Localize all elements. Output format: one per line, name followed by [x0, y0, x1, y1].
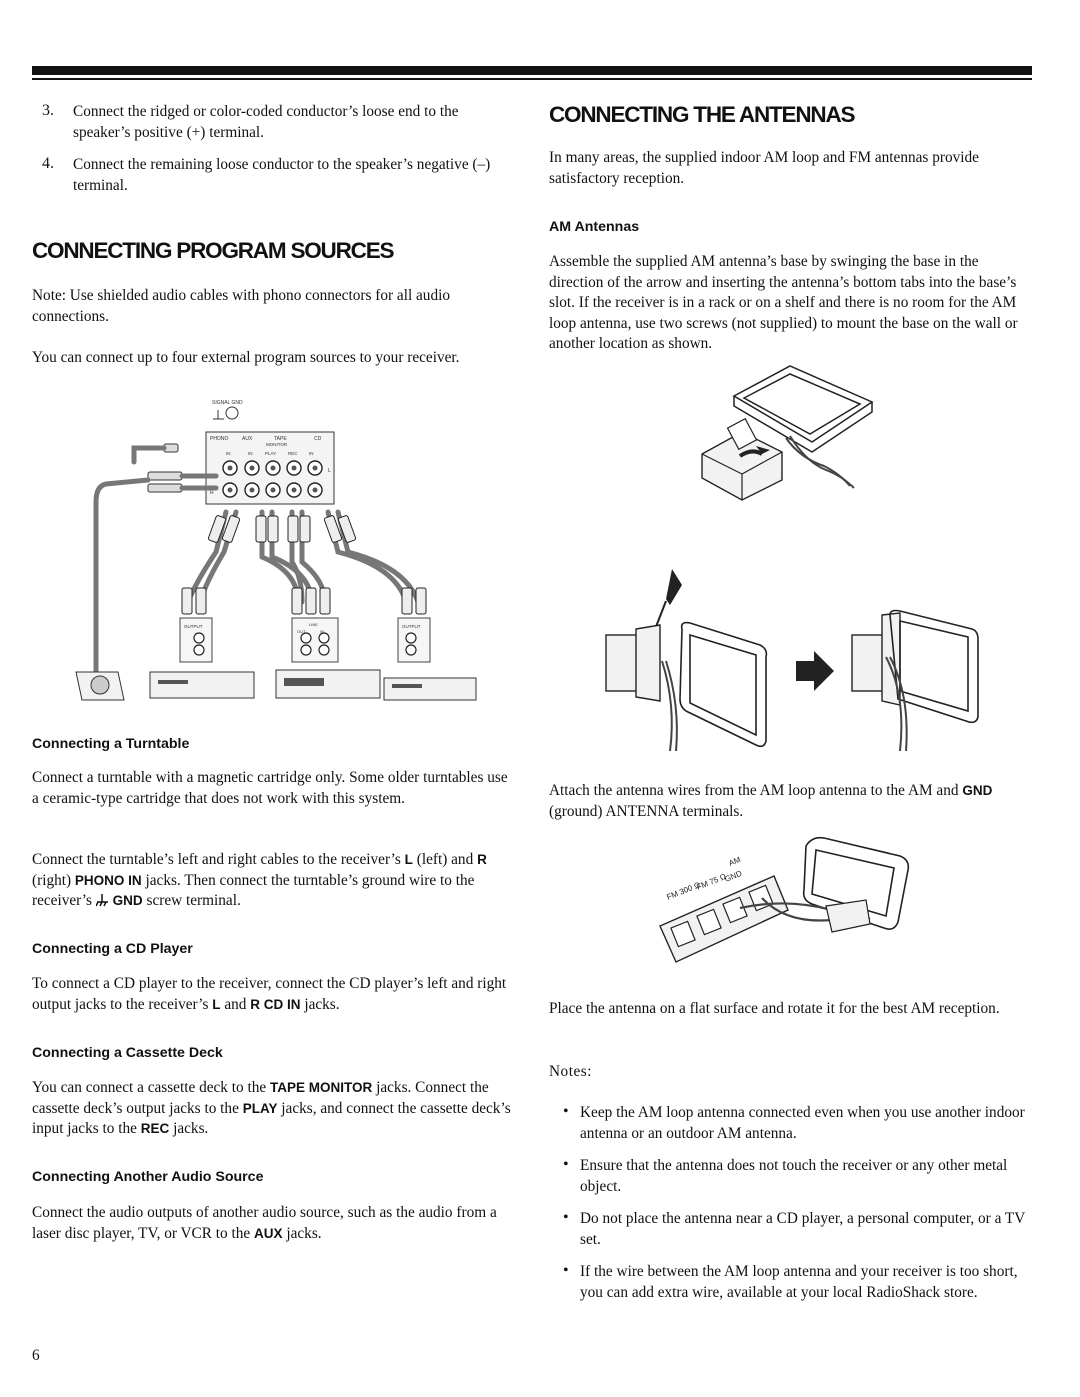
notes-label: Notes:: [549, 1063, 592, 1080]
antenna-terminal-illustration: FM 300 Ω FM 75 Ω GND AM: [659, 836, 910, 963]
note-item: •Keep the AM loop antenna connected even…: [563, 1103, 1025, 1142]
svg-text:OUT: OUT: [297, 629, 306, 634]
antennas-heading: CONNECTING THE ANTENNAS: [549, 102, 856, 127]
header-rule: [32, 66, 1032, 75]
step-4: 4. Connect the remaining loose conductor…: [42, 155, 491, 194]
cd-heading: Connecting a CD Player: [32, 941, 193, 957]
svg-text:OUTPUT: OUTPUT: [184, 624, 203, 629]
another-source-heading: Connecting Another Audio Source: [32, 1169, 264, 1185]
cassette-para: You can connect a cassette deck to the T…: [32, 1079, 511, 1137]
svg-text:PHONO: PHONO: [210, 436, 228, 442]
cassette-heading: Connecting a Cassette Deck: [32, 1045, 223, 1061]
page-number: 6: [32, 1347, 40, 1364]
svg-text:MONITOR: MONITOR: [266, 442, 288, 447]
svg-text:OUTPUT: OUTPUT: [402, 624, 421, 629]
svg-text:L: L: [328, 468, 331, 474]
am-antenna-wall-mount-illustration: [605, 569, 979, 752]
am-antenna-assembly-illustration: [701, 365, 874, 501]
svg-text:IN: IN: [226, 451, 231, 456]
another-source-para: Connect the audio outputs of another aud…: [32, 1204, 497, 1242]
am-antennas-para: Assemble the supplied AM antenna’s base …: [549, 253, 1018, 352]
note-item: •If the wire between the AM loop antenna…: [563, 1262, 1018, 1301]
antennas-intro: In many areas, the supplied indoor AM lo…: [549, 149, 979, 187]
turntable-para-1: Connect a turntable with a magnetic cart…: [32, 769, 508, 807]
place-para: Place the antenna on a flat surface and …: [549, 1000, 1000, 1017]
intro-text: You can connect up to four external prog…: [32, 349, 460, 366]
header-rule-thin: [32, 78, 1032, 80]
note-item: •Ensure that the antenna does not touch …: [563, 1156, 1008, 1195]
step-3: 3. Connect the ridged or color-coded con…: [42, 102, 459, 141]
turntable-heading: Connecting a Turntable: [32, 736, 190, 752]
ground-symbol-icon: [95, 894, 108, 907]
attach-para: Attach the antenna wires from the AM loo…: [549, 782, 993, 820]
svg-text:IN: IN: [320, 629, 324, 634]
cd-para: To connect a CD player to the receiver, …: [32, 975, 507, 1013]
svg-text:GND: GND: [723, 869, 743, 884]
svg-text:R: R: [210, 490, 214, 496]
svg-text:REC: REC: [288, 451, 298, 456]
svg-text:CD: CD: [314, 436, 322, 442]
am-antennas-heading: AM Antennas: [549, 219, 640, 235]
svg-text:IN: IN: [248, 451, 253, 456]
note-text: Note: Use shielded audio cables with pho…: [32, 287, 451, 325]
svg-text:TAPE: TAPE: [274, 436, 287, 442]
svg-text:SIGNAL GND: SIGNAL GND: [212, 400, 243, 406]
program-sources-heading: CONNECTING PROGRAM SOURCES: [32, 238, 395, 263]
svg-text:LINE: LINE: [309, 622, 318, 627]
svg-text:AUX: AUX: [242, 436, 253, 442]
turntable-para-2: Connect the turntable’s left and right c…: [32, 851, 487, 909]
program-sources-diagram: SIGNAL GND PHONO AUX TAPE CD MONITOR IN …: [75, 400, 477, 701]
svg-text:PLAY: PLAY: [265, 451, 276, 456]
svg-text:AM: AM: [727, 855, 742, 868]
svg-text:IN: IN: [309, 451, 314, 456]
note-item: •Do not place the antenna near a CD play…: [563, 1209, 1026, 1248]
